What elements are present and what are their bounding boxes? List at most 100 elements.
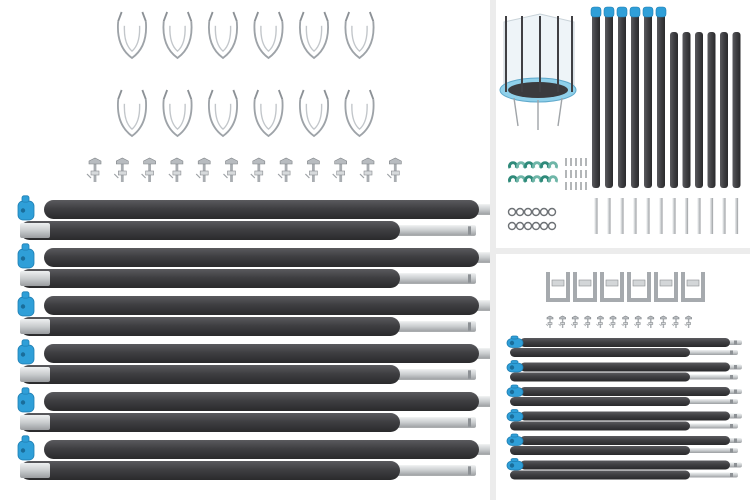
pole-steel-tube [633, 198, 637, 234]
pole-padded-upper [44, 440, 490, 459]
clip-hook [162, 11, 193, 22]
hose-clamp [539, 221, 549, 231]
cap-bolt [20, 352, 26, 357]
pole-foam-padding [520, 387, 730, 396]
screw-nut [199, 170, 209, 176]
pole-steel-tube [686, 398, 738, 405]
pole-foam-padding [592, 14, 600, 188]
screw-bolt-arm [86, 173, 92, 179]
pole-steel-tube [475, 300, 490, 311]
clip-hook [253, 11, 284, 22]
cap-hook [510, 335, 519, 340]
pole-padded-lower [510, 397, 738, 406]
t-screw [141, 157, 156, 182]
screw-bolt-arm [596, 323, 599, 327]
screw [646, 315, 655, 328]
pole-ridge [468, 466, 471, 475]
pole-ridge [730, 448, 733, 453]
clip-inner-wire [305, 25, 323, 52]
cap-hook [510, 458, 519, 462]
pole-steel-tube [734, 198, 739, 234]
pole-steel-tube [396, 273, 476, 284]
cap-bolt [509, 389, 515, 395]
hose-clamp [531, 207, 541, 217]
screw-bolt-arm [558, 323, 561, 327]
cap-hook [510, 360, 519, 364]
pole-foam-padding [20, 269, 400, 288]
screw-bolt-arm [621, 323, 624, 327]
cap-body [506, 460, 524, 471]
pole-foam-padding [695, 32, 703, 188]
compact-kit-image [506, 272, 742, 480]
clip-hook [253, 89, 284, 100]
pole-padded-upper [520, 338, 742, 347]
pole-cap [506, 409, 524, 422]
screw-nut [172, 170, 182, 176]
screw-bolt-arm [195, 173, 201, 179]
clip-inner-wire [169, 103, 186, 130]
cap-body [17, 248, 35, 269]
screw-nut [673, 322, 679, 325]
screw-nut [585, 322, 591, 325]
screw-nut [623, 322, 628, 325]
screw-head [622, 315, 629, 320]
screw-head [584, 315, 592, 320]
clip-wire [298, 21, 330, 60]
screw-bolt-arm [659, 323, 662, 327]
pole-foam-padding [44, 392, 479, 411]
screw-nut [547, 322, 553, 325]
pole-steel-tube [686, 447, 738, 454]
pole-foam-padding [44, 440, 479, 459]
cap-bolt [20, 448, 26, 453]
pole-foam-padding [520, 460, 730, 470]
screw-bolt-arm [386, 173, 392, 179]
pole-foam-padding [44, 296, 479, 315]
foam-clip [508, 175, 518, 183]
cap-hook [510, 384, 519, 389]
screw [633, 315, 642, 328]
pole-cap [17, 195, 35, 221]
screw-head [634, 315, 642, 320]
hose-clamp [539, 207, 549, 217]
screw [684, 315, 692, 328]
foam-clip [540, 161, 550, 169]
bracket-body [573, 272, 597, 302]
screw-nut [254, 170, 264, 176]
trampoline-leg [513, 97, 519, 127]
screw-bolt-arm [646, 323, 650, 327]
pole-cap [506, 384, 524, 397]
pole-ridge [730, 399, 733, 404]
cap-bolt [20, 256, 26, 261]
pole-padded-lower [510, 446, 738, 455]
cap-bolt [509, 438, 515, 444]
pole-foam-padding [520, 411, 730, 421]
upright-pole [695, 32, 703, 234]
screw-head [143, 157, 156, 165]
pole-foam-padding [520, 338, 730, 347]
clip-wire [116, 21, 148, 60]
screw-head [225, 157, 238, 165]
screw-head [170, 157, 184, 165]
pole-cap [629, 6, 641, 18]
pole-foam-padding [682, 32, 691, 188]
cap-hook [510, 409, 519, 413]
screw-head [88, 157, 102, 165]
t-screw [304, 157, 320, 182]
upright-pole [670, 32, 678, 234]
pole-foam-padding [732, 32, 741, 188]
pole-ridge [734, 365, 737, 369]
screw-head [660, 315, 667, 320]
pole-steel-tube [646, 198, 650, 234]
screw-head [597, 315, 604, 320]
pole-cap [590, 6, 602, 18]
hose-clamp [547, 207, 557, 217]
pole-cap [17, 435, 35, 461]
pole-padded-upper [520, 460, 742, 470]
foam-clip [548, 161, 558, 169]
pole-padded-lower [510, 372, 738, 382]
hose-clamp [507, 221, 517, 231]
pole-cap [506, 360, 524, 373]
cap-body [17, 392, 35, 413]
pole-cap [17, 291, 35, 317]
t-screw [113, 157, 129, 182]
